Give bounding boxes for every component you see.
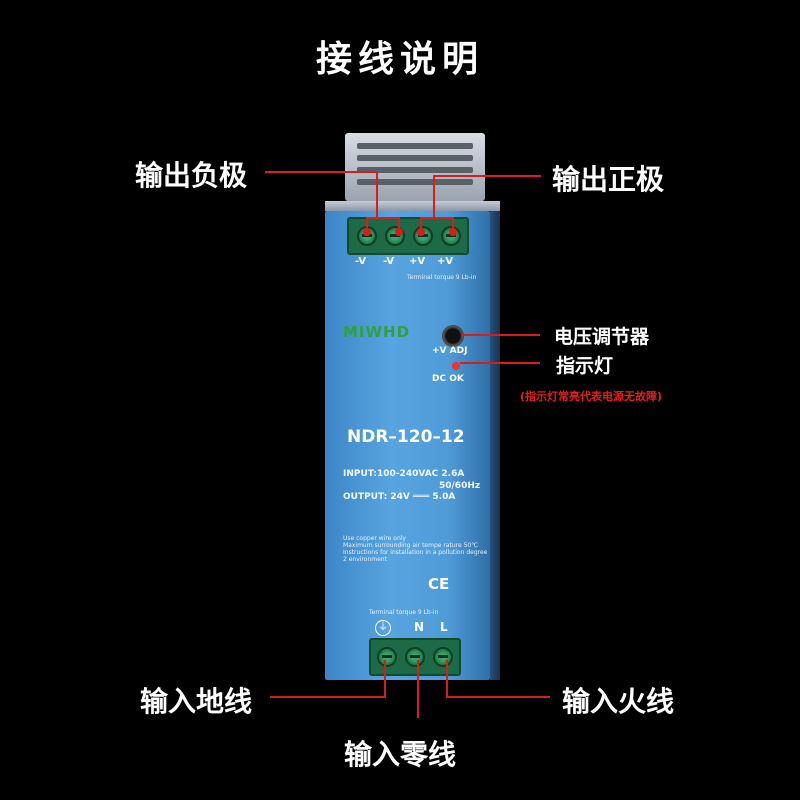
leader-line — [446, 696, 550, 698]
warning-line: 2 environment — [343, 556, 387, 563]
terminal-torque-bottom: Terminal torque 9 Lb-in — [369, 609, 439, 616]
label-indicator: 指示灯 — [556, 355, 614, 377]
leader-line — [452, 217, 454, 231]
input-screw-live[interactable] — [433, 647, 453, 667]
pointer-dot — [363, 228, 371, 236]
input-frequency: 50/60Hz — [439, 481, 481, 491]
terminal-label-neg1: -V — [355, 256, 367, 267]
label-voltage-adjust: 电压调节器 — [554, 326, 650, 348]
leader-line — [420, 217, 454, 219]
leader-line — [270, 696, 386, 698]
terminal-label-n: N — [414, 620, 425, 634]
side-rail — [490, 211, 500, 680]
power-supply-device: -V -V +V +V Terminal torque 9 Lb-in MIWH… — [325, 133, 500, 680]
dc-ok-led — [452, 362, 460, 370]
leader-line — [366, 217, 368, 231]
device-shoulder — [325, 201, 500, 211]
leader-line — [366, 217, 400, 219]
indicator-note: (指示灯常亮代表电源无故障) — [520, 390, 663, 403]
pointer-dot — [417, 228, 425, 236]
terminal-label-neg2: -V — [383, 256, 395, 267]
warning-line: Maximum surrounding air tempe rature 50℃ — [343, 542, 478, 549]
label-output-positive: 输出正极 — [552, 163, 665, 196]
input-screw-neutral[interactable] — [405, 647, 425, 667]
leader-line — [460, 362, 540, 364]
label-input-live: 输入火线 — [562, 685, 675, 718]
warning-line: Instructions for installation in a pollu… — [343, 549, 488, 556]
input-spec: INPUT:100-240VAC 2.6A — [343, 469, 465, 479]
model-number: NDR–120–12 — [347, 427, 465, 447]
leader-line — [376, 171, 378, 219]
terminal-label-pos1: +V — [409, 256, 426, 267]
leader-line — [462, 334, 540, 336]
voltage-adjust-knob[interactable] — [442, 325, 464, 347]
terminal-label-pos2: +V — [437, 256, 454, 267]
adj-label: +V ADJ — [432, 346, 468, 356]
leader-line — [384, 660, 386, 698]
dc-ok-label: DC OK — [432, 374, 464, 384]
leader-line — [433, 175, 435, 219]
pointer-dot — [449, 228, 457, 236]
pointer-dot — [395, 228, 403, 236]
page-title: 接线说明 — [315, 39, 484, 80]
leader-line — [446, 660, 448, 698]
input-screw-ground[interactable] — [377, 647, 397, 667]
label-input-ground: 输入地线 — [140, 685, 253, 718]
leader-line — [420, 217, 422, 231]
warning-line: Use copper wire only — [343, 535, 406, 542]
terminal-torque-top: Terminal torque 9 Lb-in — [407, 274, 477, 281]
leader-line — [398, 217, 400, 231]
leader-line — [265, 171, 378, 173]
output-spec: OUTPUT: 24V ═══ 5.0A — [343, 492, 456, 502]
label-output-negative: 输出负极 — [135, 159, 248, 192]
front-panel — [325, 211, 490, 680]
top-vent-grill — [345, 133, 485, 201]
label-input-neutral: 输入零线 — [344, 738, 457, 771]
ce-mark: CE — [428, 575, 450, 593]
brand-logo: MIWHD — [343, 323, 411, 341]
terminal-label-l: L — [440, 620, 448, 634]
leader-line — [433, 175, 541, 177]
leader-line — [417, 660, 419, 718]
ground-symbol-icon: ⏚ — [375, 620, 391, 636]
